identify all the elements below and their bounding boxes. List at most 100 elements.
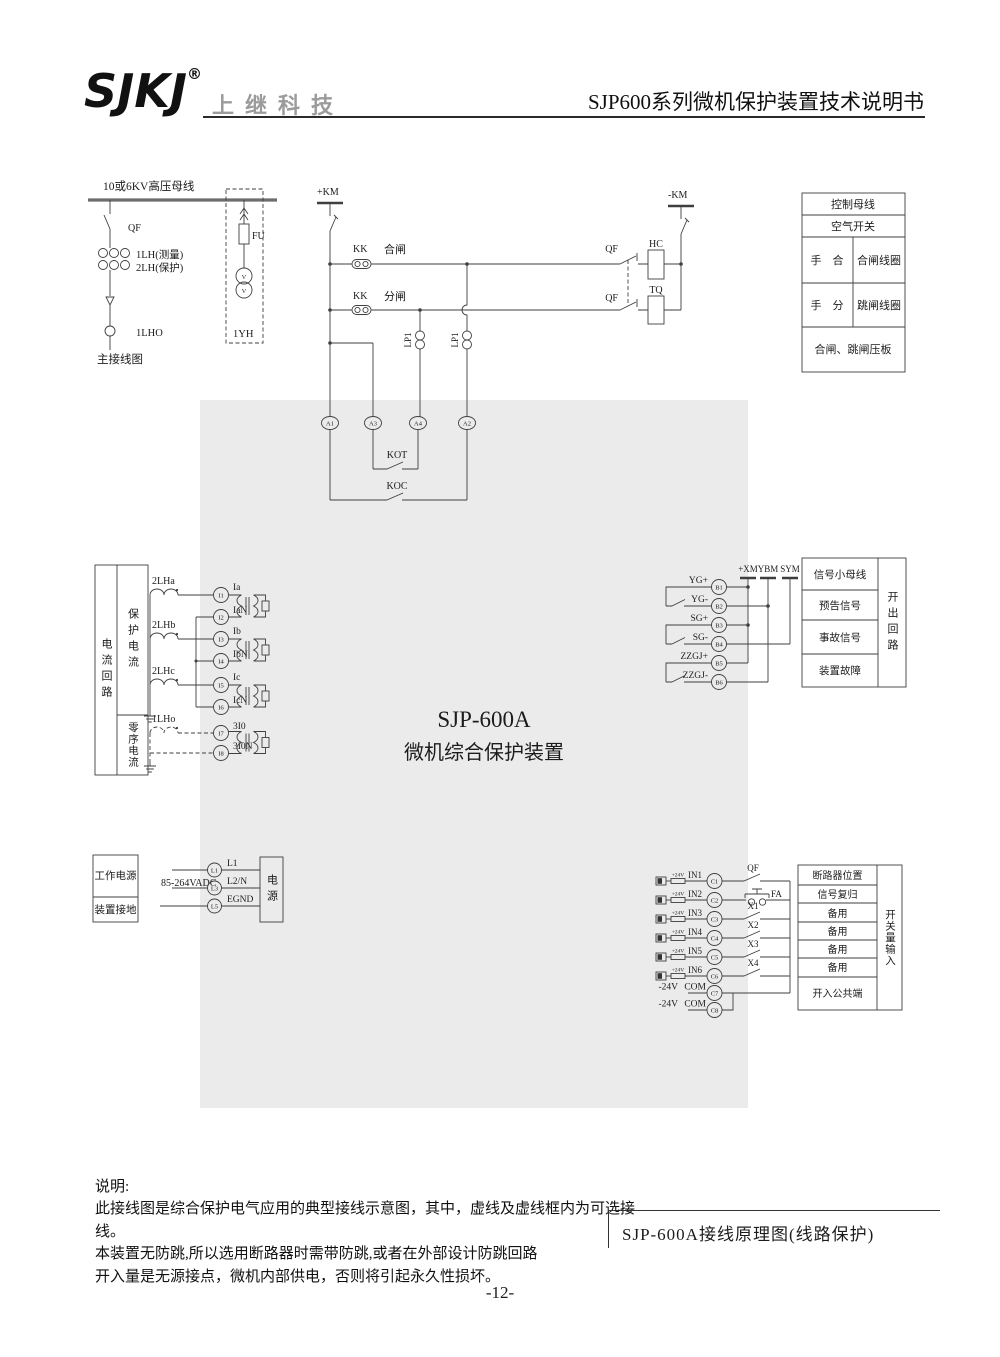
main-diagram-caption: 主接线图 [97,352,143,366]
legend-straps: 合闸、跳闸压板 [815,342,892,356]
signal-icn: IcN [233,696,247,706]
terminal-i7: I7 [218,731,224,738]
terminal-l5: L5 [211,904,218,911]
figure-title-box: SJP-600A接线原理图(线路保护) [608,1210,940,1248]
signal-l1: L1 [227,859,238,869]
contact-x4-label: X4 [748,958,759,968]
kk-close-label: KK [353,244,368,255]
koc-label: KOC [386,481,407,492]
terminal-c7: C7 [711,991,719,998]
v24-label: +24V [672,968,685,974]
contact-x3-label: X3 [748,939,759,949]
signal-ian: IaN [233,606,247,616]
notes-block: 说明: 此接线图是综合保护电气应用的典型接线示意图，其中，虚线及虚线框内为可选接… [95,1176,635,1288]
device-model: SJP-600A [437,707,531,732]
v24-label: +24V [672,911,685,917]
ct-2lha-label: 2LHa [152,576,175,587]
logo-text: SJKJ [84,64,188,118]
terminal-i2: I2 [218,615,223,622]
company-logo: SJKJ® [84,64,202,118]
terminal-a4: A4 [414,421,423,428]
qf-label: QF [128,223,141,234]
ct-2lhc-label: 2LHc [152,666,175,677]
protection-current-column: 保护电流 [126,608,139,672]
signal-3i0: 3I0 [233,722,246,732]
main-wiring-diagram: 10或6KV高压母线 QF 1LH(测量) 2LH(保护) 1LHO 主接线图 … [88,179,277,366]
legend-spare-2: 备用 [828,925,848,938]
legend-warning-signal: 预告信号 [819,599,861,612]
notes-title: 说明: [95,1179,130,1195]
com-voltage-2: -24V [658,1000,678,1010]
pt-v1: V [242,274,247,281]
lp1-right-label: LP1 [450,332,460,347]
signal-sg-pos: SG+ [690,614,708,624]
bus-ybm: YBM [758,564,779,574]
terminal-b4: B4 [715,642,723,649]
terminal-b1: B1 [715,585,723,592]
terminal-c2: C2 [711,898,719,905]
signal-ib: Ib [233,627,241,637]
terminal-a2: A2 [463,421,471,428]
signal-in3: IN3 [688,908,702,918]
legend-signal-reset: 信号复归 [818,888,858,901]
terminal-i5: I5 [218,683,223,690]
ct-2lhb-label: 2LHb [152,620,175,631]
signal-in1: IN1 [688,870,702,880]
switch-input-section: +24V IN1 +24V IN2 +24V IN3 +2 [655,863,903,1018]
qf-open-contact-label: QF [605,293,618,304]
legend-spare-3: 备用 [828,943,848,956]
signal-egnd: EGND [227,895,254,905]
v24-label: +24V [672,930,685,936]
signal-yg-neg: YG- [691,595,708,605]
registered-mark: ® [187,65,203,83]
terminal-i6: I6 [218,705,224,712]
legend-input-common: 开入公共端 [813,987,863,1000]
wiring-diagram: SJP-600A 微机综合保护装置 10或6KV高压母线 QF 1LH(测量) … [88,179,907,1108]
signal-output-section: YG+ YG- SG+ SG- ZZGJ+ ZZGJ- B1 B2 B3 B4 … [665,557,907,690]
tq-coil-label: TQ [649,285,663,296]
switch-input-column: 开关量输入 [884,908,895,967]
contact-qf-label: QF [747,863,759,873]
signal-zzgj-pos: ZZGJ+ [680,652,708,662]
input-row-5: +24V IN5 [655,946,707,962]
legend-manual-close: 手 合 [811,253,844,267]
signal-in6: IN6 [688,965,702,975]
signal-3i0n: 3I0N [233,742,253,752]
zero-seq-current-column: 零序电流 [127,722,138,768]
pt-label: 1YH [233,329,254,340]
terminal-a3: A3 [369,421,377,428]
hc-coil-label: HC [649,239,663,250]
notes-line-3: 开入量是无源接点，微机内部供电，否则将引起永久性损坏。 [95,1268,501,1285]
com-label-1: COM [684,983,706,993]
notes-line-2: 本装置无防跳,所以选用断路器时需带防跳,或者在外部设计防跳回路 [95,1246,538,1263]
legend-device-fault: 装置故障 [819,664,861,677]
terminal-c5: C5 [711,955,719,962]
legend-control-bus: 控制母线 [831,197,875,211]
power-box-label: 电源 [265,873,278,906]
com-voltage-1: -24V [658,983,678,993]
signal-in4: IN4 [688,927,702,937]
voltage-range-label: 85-264VADC [161,878,217,889]
bus-sym: SYM [780,564,800,574]
output-circuit-column: 开出回路 [886,590,898,655]
notes-line-1: 此接线图是综合保护电气应用的典型接线示意图，其中，虚线及虚线框内为可选接线。 [95,1201,636,1240]
device-panel [200,400,748,1108]
close-label: 合闸 [384,242,406,256]
control-legend-table: 控制母线 空气开关 手 合 合闸线圈 手 分 跳闸线圈 合闸、跳闸压板 [801,192,906,373]
signal-ic: Ic [233,673,240,683]
figure-title: SJP-600A接线原理图(线路保护) [622,1225,875,1244]
terminal-c4: C4 [711,936,719,943]
terminal-b5: B5 [715,661,723,668]
signal-in5: IN5 [688,946,702,956]
contact-fa-label: FA [771,889,782,899]
legend-working-power: 工作电源 [95,869,137,882]
open-label: 分闸 [384,290,406,303]
contact-x2-label: X2 [748,920,759,930]
legend-air-switch: 空气开关 [831,219,875,233]
terminal-c8: C8 [711,1008,719,1015]
ct-zero-label: 1LHO [136,328,163,339]
header-rule [203,116,925,118]
legend-signal-bus: 信号小母线 [814,568,867,581]
signal-l2n: L2/N [227,877,247,887]
